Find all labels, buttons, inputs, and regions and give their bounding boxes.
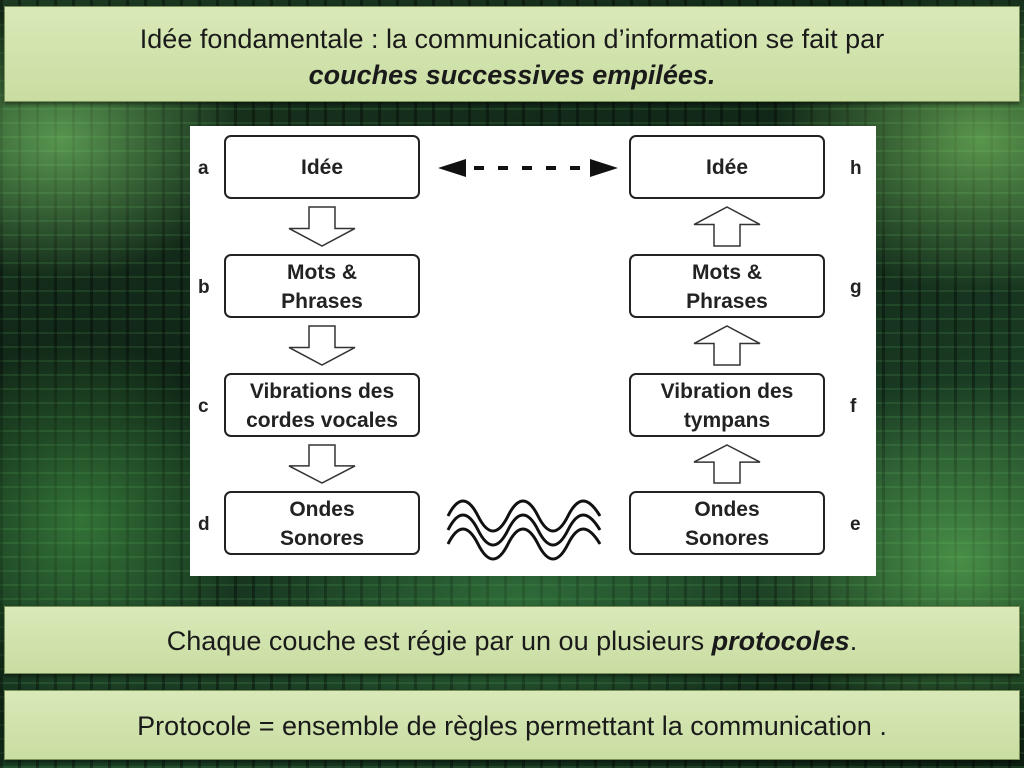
right-layer-box (629, 491, 825, 555)
title-banner: Idée fondamentale : la communication d’i… (4, 6, 1020, 102)
left-layer-c: Vibrations des cordes vocales c (198, 373, 420, 437)
right-layer-letter: h (850, 158, 862, 179)
protocol-note-banner: Chaque couche est régie par un ou plusie… (4, 606, 1020, 674)
left-layer-box (224, 135, 420, 199)
left-layer-label: Ondes (289, 498, 354, 521)
right-layer-letter: g (850, 277, 862, 298)
right-layer-label: Idée (706, 156, 748, 179)
right-layer-letter: f (850, 396, 857, 417)
left-layer-label: Phrases (281, 290, 363, 313)
left-layer-label: cordes vocales (246, 409, 398, 432)
title-line-1: Idée fondamentale : la communication d’i… (139, 24, 885, 54)
protocol-note-end: . (849, 626, 858, 656)
right-layer-box (629, 254, 825, 318)
left-layer-label: Idée (301, 156, 343, 179)
left-layer-letter: b (198, 277, 210, 298)
left-layer-a: Idée a (198, 135, 420, 199)
arrow-down-icon (288, 444, 356, 484)
left-layer-label: Vibrations des (250, 380, 394, 403)
right-layer-label: Vibration des (661, 380, 794, 403)
right-layer-h: Idée h (629, 135, 862, 199)
arrow-down-icon (288, 206, 356, 247)
right-layer-g: Mots & Phrases g (629, 254, 862, 318)
right-layer-letter: e (850, 514, 861, 535)
dashed-double-arrow (438, 159, 618, 177)
protocol-note-text: Chaque couche est régie par un ou plusie… (166, 626, 712, 656)
right-layer-label: Mots & (692, 261, 762, 284)
left-layer-box (224, 373, 420, 437)
left-layer-b: Mots & Phrases b (198, 254, 420, 318)
left-layer-letter: d (198, 514, 210, 535)
right-layer-label: Sonores (685, 527, 769, 550)
protocol-note-emphasis: protocoles (711, 626, 850, 656)
arrow-up-icon (693, 325, 761, 366)
arrow-down-icon (288, 325, 356, 366)
left-layer-letter: a (198, 158, 209, 179)
right-layer-box (629, 373, 825, 437)
right-layer-label: Ondes (694, 498, 759, 521)
arrow-up-icon (693, 206, 761, 247)
left-layer-label: Sonores (280, 527, 364, 550)
title-line-2: couches successives empilées. (308, 60, 716, 90)
arrow-up-icon (693, 444, 761, 484)
right-layer-label: tympans (684, 409, 770, 432)
left-layer-label: Mots & (287, 261, 357, 284)
left-layer-box (224, 491, 420, 555)
protocol-definition-text: Protocole = ensemble de règles permettan… (137, 711, 887, 741)
left-layer-letter: c (198, 396, 209, 417)
right-layer-f: Vibration des tympans f (629, 373, 857, 437)
right-layer-label: Phrases (686, 290, 768, 313)
left-layer-box (224, 254, 420, 318)
sound-waves-icon (446, 499, 602, 561)
right-layer-box (629, 135, 825, 199)
protocol-definition-banner: Protocole = ensemble de règles permettan… (4, 690, 1020, 760)
